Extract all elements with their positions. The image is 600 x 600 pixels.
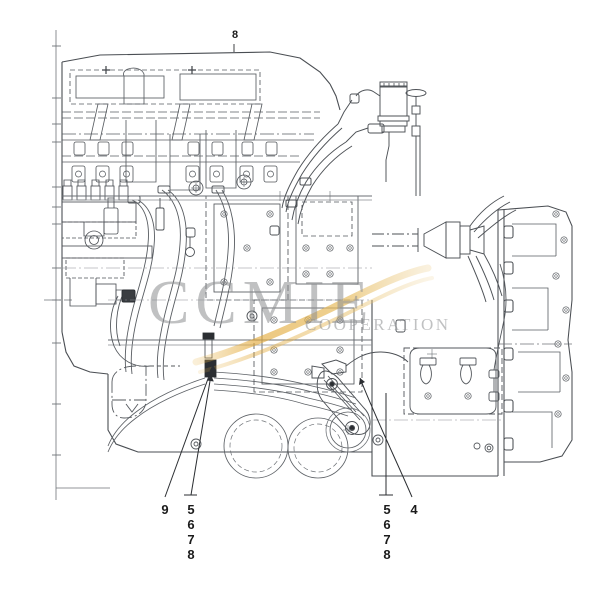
fuel-filter-water-separator <box>281 81 427 225</box>
callout-label-4: 4 <box>410 502 418 517</box>
watermark-swoosh <box>192 264 434 374</box>
callout-label-5678-left: 5 6 7 8 <box>187 502 195 562</box>
front-cover-pulley <box>110 291 384 479</box>
misc-fittings <box>62 190 502 421</box>
accessory-mounting-face <box>62 174 372 393</box>
callout-label-9: 9 <box>161 502 169 517</box>
callout-leader-lines <box>164 44 413 498</box>
cylinder-head-assembly <box>62 66 320 191</box>
engine-block-outline <box>61 51 498 477</box>
injector-row <box>71 141 278 183</box>
left-centerline-axis <box>44 30 110 500</box>
callout-label-5678-right: 5 6 7 8 <box>383 502 391 562</box>
callout-label-top-8: 8 <box>231 29 239 41</box>
flywheel-housing <box>497 205 573 476</box>
high-pressure-fuel-lines <box>124 185 235 381</box>
oil-filter-tensioner-assembly <box>311 351 409 453</box>
rear-bracket-plate <box>403 263 507 453</box>
turbocharger-exhaust-outlet <box>372 195 517 303</box>
